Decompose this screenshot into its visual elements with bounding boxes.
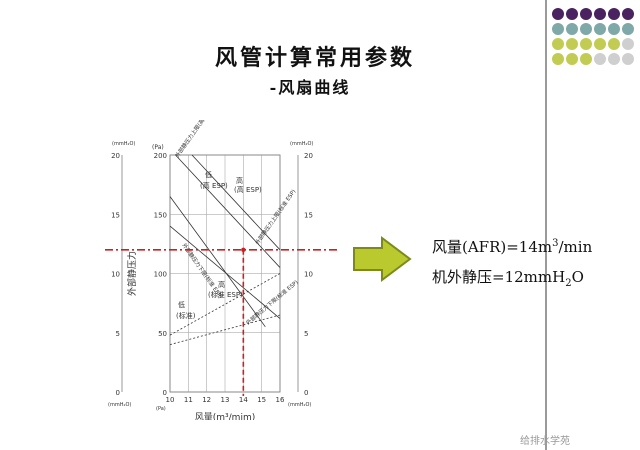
left-tick-label: 15 xyxy=(111,211,120,219)
airflow-unit: /min xyxy=(558,238,593,256)
decorative-dot xyxy=(594,23,606,35)
left-tick-label: 10 xyxy=(111,271,120,279)
decorative-dot xyxy=(580,23,592,35)
x-tick-label: 13 xyxy=(221,396,230,404)
right-tick-label: 10 xyxy=(304,271,313,279)
decorative-dot xyxy=(552,38,564,50)
x-tick-label: 12 xyxy=(202,396,211,404)
x-axis-title: 风量(m³/mim) xyxy=(195,412,255,420)
decorative-dot xyxy=(608,23,620,35)
arrow-right-icon xyxy=(353,236,412,282)
right-tick-label: 15 xyxy=(304,211,313,219)
decorative-dot xyxy=(580,8,592,20)
decorative-dot xyxy=(622,38,634,50)
fan-curve-line xyxy=(191,154,281,251)
diagonal-label-mid-right: 外部静压力上限(标准 ESP) xyxy=(253,188,297,247)
right-tick-label: 20 xyxy=(304,152,313,160)
left-tick-label: 0 xyxy=(116,389,120,397)
x-tick-label: 11 xyxy=(184,396,193,404)
fan-curve-line xyxy=(169,225,281,319)
decorative-dot xyxy=(552,53,564,65)
region-label-standard-esp: (标准 ESP) xyxy=(208,290,243,299)
airflow-annotation: 风量(AFR)=14m3/min xyxy=(432,236,592,257)
left-tick-label: 20 xyxy=(111,152,120,160)
decorative-dot xyxy=(566,38,578,50)
pa-tick-label: 0 xyxy=(163,389,167,397)
region-label-standard: (标准) xyxy=(176,311,196,320)
pa-tick-label: 150 xyxy=(154,211,167,219)
pa-tick-label: 50 xyxy=(158,330,167,338)
x-tick-label: 15 xyxy=(257,396,266,404)
bottom-left-unit: (mmH₂O) xyxy=(108,402,131,408)
decorative-dot xyxy=(622,8,634,20)
right-tick-label: 0 xyxy=(304,389,308,397)
decorative-dot-grid xyxy=(552,8,636,92)
left-tick-label: 5 xyxy=(116,330,120,338)
diagonal-label-bottom: 外部静压力下限(标准 ESP) xyxy=(244,278,300,326)
left-unit-label: (mmH₂O) xyxy=(112,141,135,147)
diagonal-label-top: 外部静压力上限(高 ESP) xyxy=(173,120,214,159)
decorative-dot xyxy=(580,38,592,50)
pa-tick-label: 100 xyxy=(154,271,167,279)
decorative-dot xyxy=(594,53,606,65)
region-label-low-standard: 低 xyxy=(178,300,185,309)
pa-unit-label: (Pa) xyxy=(152,144,164,151)
decorative-dot xyxy=(566,53,578,65)
slide-title: 风管计算常用参数 xyxy=(214,45,415,71)
decorative-dot xyxy=(552,8,564,20)
region-label-low: 低 xyxy=(205,170,212,179)
airflow-label: 风量(AFR)=14m xyxy=(432,238,553,256)
decorative-dot xyxy=(622,23,634,35)
region-label-high-esp: (高 ESP) xyxy=(200,181,228,190)
slide-divider xyxy=(545,0,547,450)
slide-subtitle: -风扇曲线 xyxy=(269,78,351,97)
region-label-high-esp-tag: (高 ESP) xyxy=(234,185,262,194)
airflow-superscript: 3 xyxy=(552,238,559,249)
decorative-dot xyxy=(594,8,606,20)
decorative-dot xyxy=(608,8,620,20)
pressure-label: 机外静压=12mmH xyxy=(432,268,566,286)
y-axis-title: 外部静压力 xyxy=(126,251,138,296)
decorative-dot xyxy=(594,38,606,50)
decorative-dot xyxy=(566,23,578,35)
bottom-pa-unit: (Pa) xyxy=(156,406,166,412)
decorative-dot xyxy=(608,38,620,50)
watermark-text: 给排水学苑 xyxy=(520,436,570,447)
bottom-right-unit: (mmH₂O) xyxy=(288,402,311,408)
operating-point-marker xyxy=(241,247,246,252)
fan-curve-line xyxy=(169,314,281,345)
fan-curve-line xyxy=(175,154,281,268)
region-label-high-standard: 高 xyxy=(218,280,225,289)
pressure-annotation: 机外静压=12mmH2O xyxy=(432,266,584,289)
pressure-unit: O xyxy=(571,268,584,286)
decorative-dot xyxy=(622,53,634,65)
right-tick-label: 5 xyxy=(304,330,308,338)
decorative-dot xyxy=(608,53,620,65)
decorative-dot xyxy=(552,23,564,35)
pressure-subscript: 2 xyxy=(565,278,572,289)
region-label-high: 高 xyxy=(236,176,243,185)
decorative-dot xyxy=(580,53,592,65)
x-tick-label: 10 xyxy=(166,396,175,404)
decorative-dot xyxy=(566,8,578,20)
x-tick-label: 14 xyxy=(239,396,248,404)
right-unit-label: (mmH₂O) xyxy=(290,141,313,147)
x-tick-label: 16 xyxy=(276,396,285,404)
pa-tick-label: 200 xyxy=(154,152,167,160)
fan-curve-line xyxy=(169,273,281,336)
fan-curve-line xyxy=(169,196,266,328)
